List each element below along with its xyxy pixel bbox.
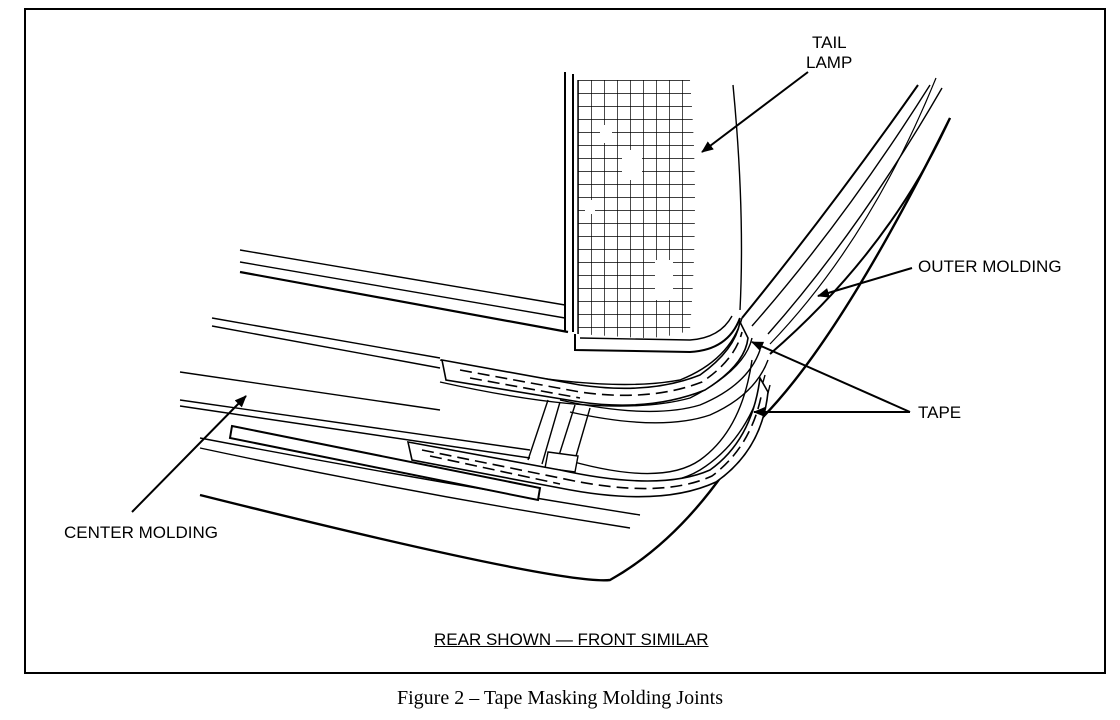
- tail-lamp: [564, 72, 743, 354]
- outer-molding-label: OUTER MOLDING: [918, 257, 1062, 276]
- tail-lamp-label-line1: TAIL: [812, 33, 847, 52]
- figure-frame: [24, 8, 1106, 674]
- upper-panel-lines: [211, 249, 569, 369]
- tape-leader-upper: [751, 341, 911, 413]
- center-molding-label: CENTER MOLDING: [64, 523, 218, 542]
- tape-upper: [440, 319, 749, 406]
- tape-lower: [406, 375, 769, 498]
- tail-lamp-label-line2: LAMP: [806, 53, 852, 72]
- outer-molding-leader: [817, 267, 913, 298]
- tape-label: TAPE: [918, 403, 961, 422]
- middle-molding: [439, 317, 769, 424]
- connector-strip: [527, 399, 591, 473]
- outer-molding: [199, 77, 952, 582]
- figure-caption: Figure 2 – Tape Masking Molding Joints: [396, 687, 723, 709]
- center-molding-leader: [131, 395, 247, 513]
- view-note: REAR SHOWN — FRONT SIMILAR: [434, 630, 709, 649]
- tail-lamp-leader: [701, 71, 809, 153]
